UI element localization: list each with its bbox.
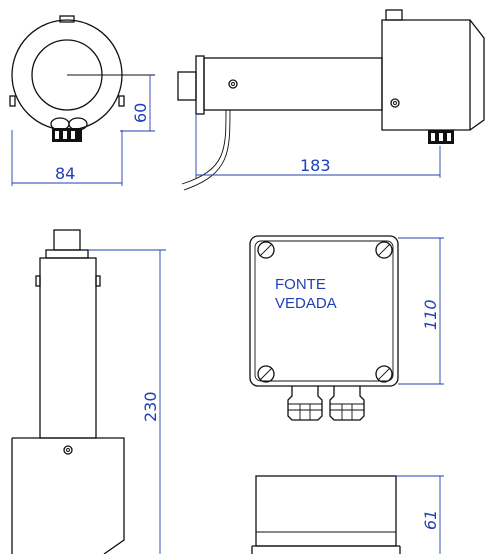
vertical-view <box>11 229 125 554</box>
dimension-vertical-length: 230 <box>88 249 166 554</box>
dim-label-230: 230 <box>141 391 160 422</box>
dim-label-110: 110 <box>421 299 440 330</box>
dim-label-183: 183 <box>300 156 331 175</box>
junction-box-view: FONTE VEDADA <box>249 235 399 421</box>
dimension-side-length: 183 <box>195 114 441 178</box>
dimension-ring-height: 60 <box>120 75 155 132</box>
side-view <box>177 9 485 191</box>
dimension-box-height: 110 <box>398 237 444 385</box>
dimension-cover-height: 61 <box>396 475 444 554</box>
dim-label-60: 60 <box>131 103 150 123</box>
cover-view <box>251 475 401 554</box>
dimension-ring-width: 84 <box>11 130 123 186</box>
box-label-line2: VEDADA <box>275 295 337 312</box>
ring-front-view <box>9 15 155 142</box>
box-label-line1: FONTE <box>275 276 326 293</box>
dim-label-84: 84 <box>55 164 75 183</box>
dim-label-61: 61 <box>421 510 440 530</box>
